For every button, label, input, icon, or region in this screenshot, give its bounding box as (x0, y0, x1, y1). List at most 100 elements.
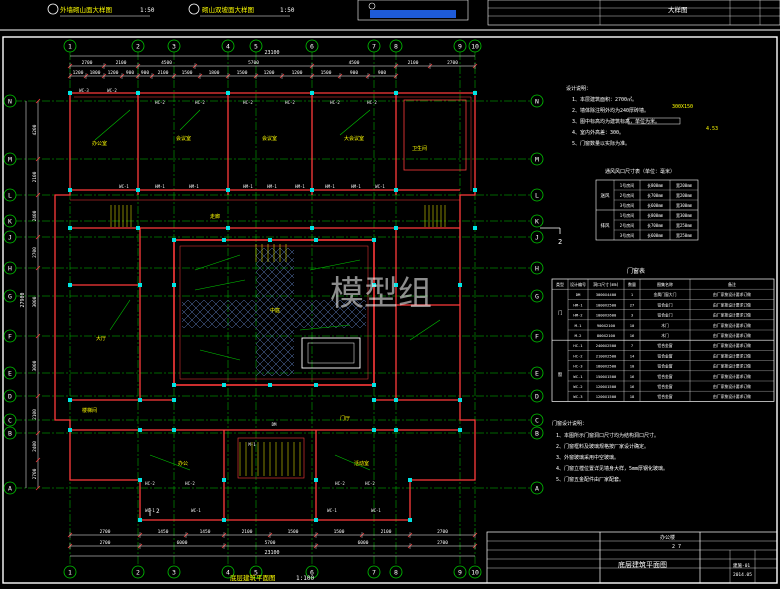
company-tab (370, 10, 456, 18)
axis-bubble (530, 230, 544, 244)
column (68, 226, 72, 230)
dimension-value: 1500 (288, 529, 299, 535)
column (314, 238, 318, 242)
vent-group: 送风 (601, 192, 610, 199)
room-label: 卫生间 (412, 145, 427, 152)
opening-tag: HM-1 (189, 184, 199, 189)
axis-bubble (221, 565, 235, 579)
column (68, 91, 72, 95)
axis-bubble (3, 188, 17, 202)
dimension-value: 1200 (264, 70, 275, 76)
column (458, 428, 462, 432)
door-note-line: 5、门窗五金配件由厂家配套。 (556, 476, 624, 483)
vent-cell: 宽200mm (676, 192, 693, 198)
axis-letter: K (8, 218, 12, 226)
opening-tag: HC-2 (285, 100, 295, 105)
door-group: 窗 (558, 371, 563, 378)
column (458, 283, 462, 287)
vent-group: 排风 (601, 222, 610, 229)
dimension-value: 2400 (32, 441, 38, 452)
opening-tag: HM-1 (155, 184, 165, 189)
door-table-cell: HM-1 (573, 302, 583, 307)
axis-bubble (3, 214, 17, 228)
dimension-value: 2700 (437, 540, 448, 546)
door-notes-title: 门窗设计说明： (552, 420, 587, 427)
courtyard-hatch (182, 248, 366, 376)
door-note-line: 3、外窗玻璃采用中空玻璃。 (556, 454, 619, 461)
column (138, 283, 142, 287)
opening-tag: WC-2 (107, 88, 117, 93)
door-table-cell: 铝合金窗 (657, 343, 672, 348)
door-table-cell: 7 (631, 343, 633, 348)
title-block: 办公楼 2 7 底层建筑平面图 建施-01 2014.05 (486, 531, 778, 584)
door-table-cell: 1 (631, 292, 634, 297)
opening-tag: HC-2 (195, 100, 205, 105)
detail-marker-icon (47, 3, 59, 15)
column (268, 238, 272, 242)
vent-cell: 长600mm (647, 232, 664, 238)
axis-letter: F (8, 333, 12, 341)
column (138, 478, 142, 482)
dimension-value: 4500 (349, 60, 360, 66)
column (394, 398, 398, 402)
door-table-cell: HM-2 (573, 313, 582, 318)
axis-bubble (167, 39, 181, 53)
column (408, 478, 412, 482)
opening-tag: HC-2 (155, 100, 165, 105)
section-marker: 2 2 (149, 227, 562, 516)
door-table-cell: 2400X2500 (596, 343, 617, 348)
opening-tag: HM-1 (325, 184, 335, 189)
column (372, 428, 376, 432)
axis-bubble (63, 39, 77, 53)
note-line: 4、室内外高差：300。 (572, 129, 624, 136)
door-table-title: 门窗表 (627, 267, 645, 275)
axis-letter: G (8, 293, 12, 301)
door-table-cell: 14 (630, 353, 635, 358)
door-table-cell: 由厂家按设计要求订做 (713, 374, 751, 379)
structural-columns (68, 91, 477, 522)
door-table-cell: 铝合金窗 (657, 353, 672, 358)
vent-cell: 长700mm (647, 222, 664, 228)
axis-number: 1 (68, 569, 72, 577)
total-dimension: 27900 (20, 292, 26, 307)
dimension-value: 1800 (209, 70, 220, 76)
opening-tag: WC-1 (327, 508, 337, 513)
building-walls (54, 92, 476, 521)
axis-number: 6 (310, 569, 314, 577)
column (394, 226, 398, 230)
axis-bubble (530, 289, 544, 303)
top-label-left: 外墙砌山面大样图 (60, 5, 112, 14)
door-table-header: 洞口尺寸(mm) (593, 281, 619, 287)
vent-cell: 1号房间 (620, 212, 634, 218)
column (314, 518, 318, 522)
door-table-cell: 铝合金窗 (657, 394, 672, 399)
dimension-value: 1800 (90, 70, 101, 76)
opening-tag: WC-1 (191, 508, 201, 513)
door-table-cell: HC-3 (573, 364, 582, 369)
door-table-cell: 18 (630, 394, 635, 399)
notes-title: 设计说明： (566, 85, 591, 92)
column (394, 283, 398, 287)
dimension-value: 1200 (73, 70, 84, 76)
room-label: 中庭 (270, 307, 280, 314)
door-table-cell: M-1 (575, 323, 583, 328)
door-table-cell: 1000X2500 (596, 302, 617, 307)
axis-number: 2 (136, 569, 140, 577)
pool-outline (301, 337, 361, 369)
section-number: 2 (156, 508, 160, 515)
dimension-value: 5700 (248, 60, 259, 66)
title-block-drawing-title: 底层建筑平面图 (618, 560, 667, 569)
dimension-value: 6000 (358, 540, 369, 546)
opening-tag: HC-2 (335, 481, 345, 486)
axis-bubble (131, 565, 145, 579)
axis-bubble (530, 188, 544, 202)
room-label: 门厅 (340, 415, 350, 422)
axis-letter: L (8, 192, 12, 200)
door-table-cell: 1200X1500 (596, 394, 617, 399)
column (310, 91, 314, 95)
axis-bubble (3, 261, 17, 275)
axis-number: 5 (254, 569, 258, 577)
dimension-value: 4500 (161, 60, 172, 66)
column (314, 478, 318, 482)
dimension-value: 1200 (292, 70, 303, 76)
